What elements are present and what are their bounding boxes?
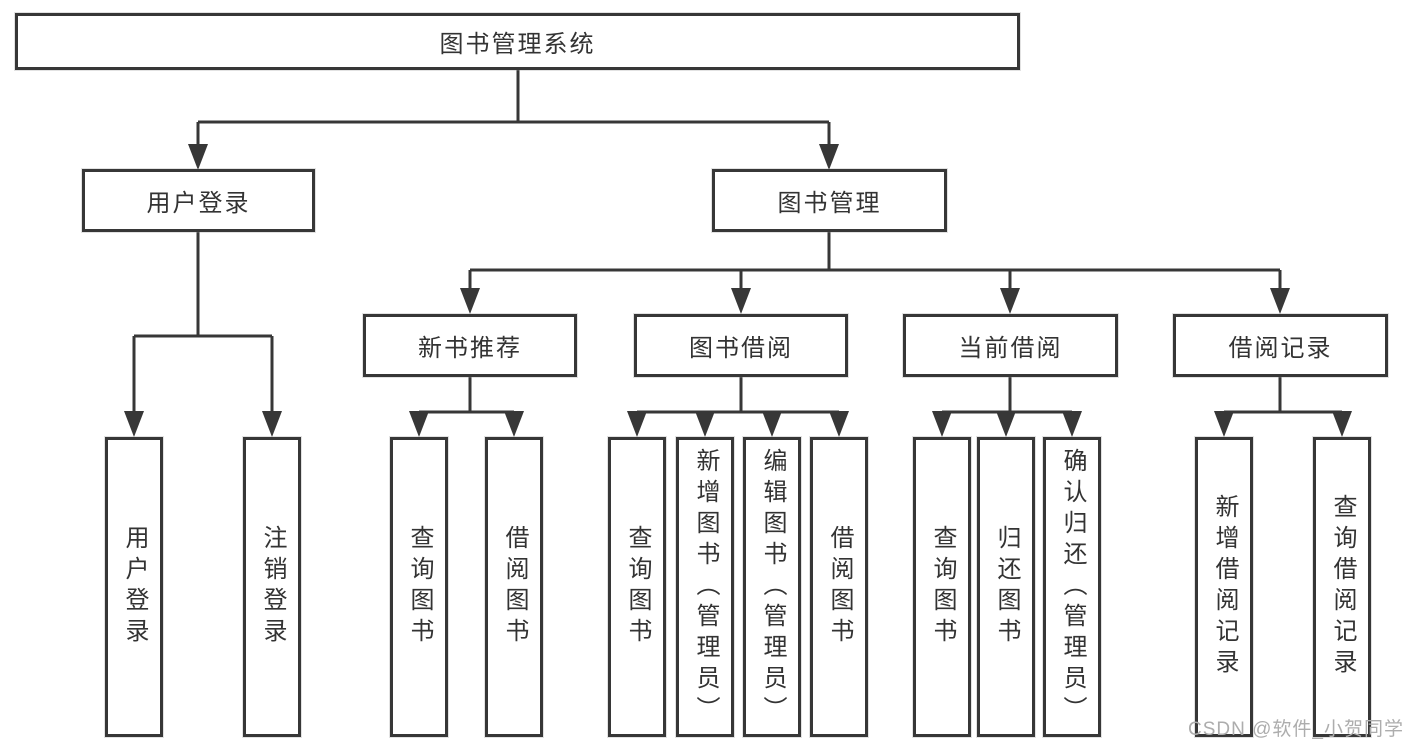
- node-leaf-query-borrow-record: 查询借阅记录: [1313, 437, 1371, 737]
- node-user-login-label: 用户登录: [146, 190, 251, 217]
- node-leaf-add-borrow-record-label: 新增借阅记录: [1211, 494, 1238, 680]
- node-leaf-query-borrow-record-label: 查询借阅记录: [1329, 494, 1356, 680]
- edge-borrow-records-to-leaves: [1214, 377, 1352, 437]
- node-leaf-borrow-books-label: 借阅图书: [826, 525, 853, 649]
- node-leaf-return-books: 归还图书: [977, 437, 1035, 737]
- node-user-login: 用户登录: [82, 169, 315, 232]
- node-leaf-edit-book-admin: 编辑图书（管理员）: [743, 437, 801, 737]
- node-book-borrow: 图书借阅: [634, 314, 848, 377]
- node-leaf-logout-label: 注销登录: [259, 525, 286, 649]
- edge-book-borrow-to-leaves: [627, 377, 849, 437]
- edge-root-to-level1: [188, 70, 839, 170]
- node-leaf-confirm-return-admin: 确认归还（管理员）: [1043, 437, 1101, 737]
- node-leaf-borrow-books: 借阅图书: [810, 437, 868, 737]
- node-book-management-label: 图书管理: [777, 190, 882, 217]
- node-leaf-query-books-recommend: 查询图书: [390, 437, 448, 737]
- node-new-book-recommend: 新书推荐: [363, 314, 577, 377]
- csdn-watermark: CSDN @软件_小贺同学: [1188, 719, 1404, 740]
- node-leaf-borrow-books-recommend-label: 借阅图书: [501, 525, 528, 649]
- node-leaf-edit-book-admin-label: 编辑图书（管理员）: [759, 447, 786, 727]
- node-root: 图书管理系统: [15, 13, 1020, 70]
- node-root-label: 图书管理系统: [439, 31, 596, 58]
- node-leaf-confirm-return-admin-label: 确认归还（管理员）: [1059, 447, 1086, 727]
- node-borrow-records: 借阅记录: [1173, 314, 1388, 377]
- node-leaf-add-borrow-record: 新增借阅记录: [1195, 437, 1253, 737]
- edge-current-borrow-to-leaves: [932, 377, 1082, 437]
- edge-user-login-to-leaves: [124, 232, 282, 437]
- node-leaf-add-book-admin: 新增图书（管理员）: [676, 437, 734, 737]
- node-leaf-query-books-borrow-label: 查询图书: [624, 525, 651, 649]
- edge-new-books-to-leaves: [409, 377, 524, 437]
- node-leaf-user-login-label: 用户登录: [121, 525, 148, 649]
- node-leaf-return-books-label: 归还图书: [993, 525, 1020, 649]
- node-new-book-recommend-label: 新书推荐: [418, 335, 522, 362]
- node-leaf-query-books-current: 查询图书: [913, 437, 971, 737]
- node-leaf-borrow-books-recommend: 借阅图书: [485, 437, 543, 737]
- node-leaf-add-book-admin-label: 新增图书（管理员）: [692, 447, 719, 727]
- node-leaf-user-login: 用户登录: [105, 437, 163, 737]
- edge-book-mgmt-to-level2: [460, 232, 1290, 314]
- node-leaf-query-books-recommend-label: 查询图书: [406, 525, 433, 649]
- node-current-borrow: 当前借阅: [903, 314, 1118, 377]
- node-leaf-query-books-borrow: 查询图书: [608, 437, 666, 737]
- node-book-borrow-label: 图书借阅: [689, 335, 793, 362]
- node-leaf-query-books-current-label: 查询图书: [929, 525, 956, 649]
- node-leaf-logout: 注销登录: [243, 437, 301, 737]
- node-borrow-records-label: 借阅记录: [1228, 335, 1333, 362]
- node-book-management: 图书管理: [712, 169, 947, 232]
- node-current-borrow-label: 当前借阅: [958, 335, 1063, 362]
